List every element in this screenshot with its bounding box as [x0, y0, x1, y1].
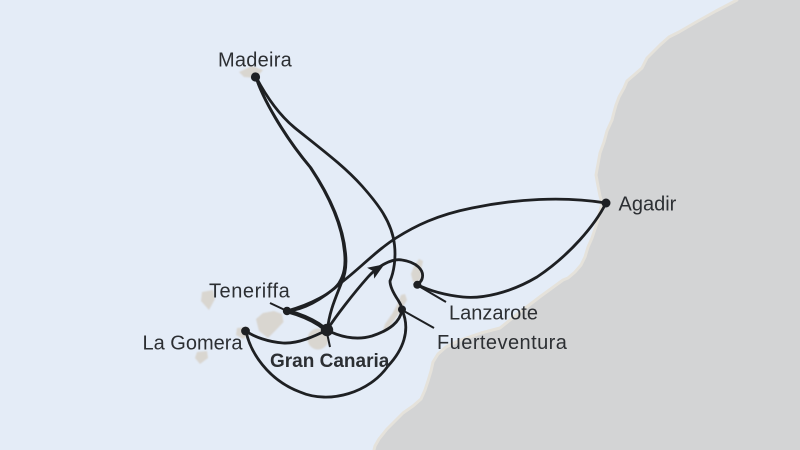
- svg-text:Madeira: Madeira: [218, 50, 293, 72]
- svg-text:Teneriffa: Teneriffa: [209, 281, 291, 303]
- svg-text:Gran Canaria: Gran Canaria: [270, 351, 390, 372]
- svg-text:La Gomera: La Gomera: [143, 333, 244, 355]
- svg-text:Lanzarote: Lanzarote: [449, 303, 538, 325]
- svg-text:Agadir: Agadir: [619, 194, 677, 216]
- svg-text:Fuerteventura: Fuerteventura: [437, 332, 568, 354]
